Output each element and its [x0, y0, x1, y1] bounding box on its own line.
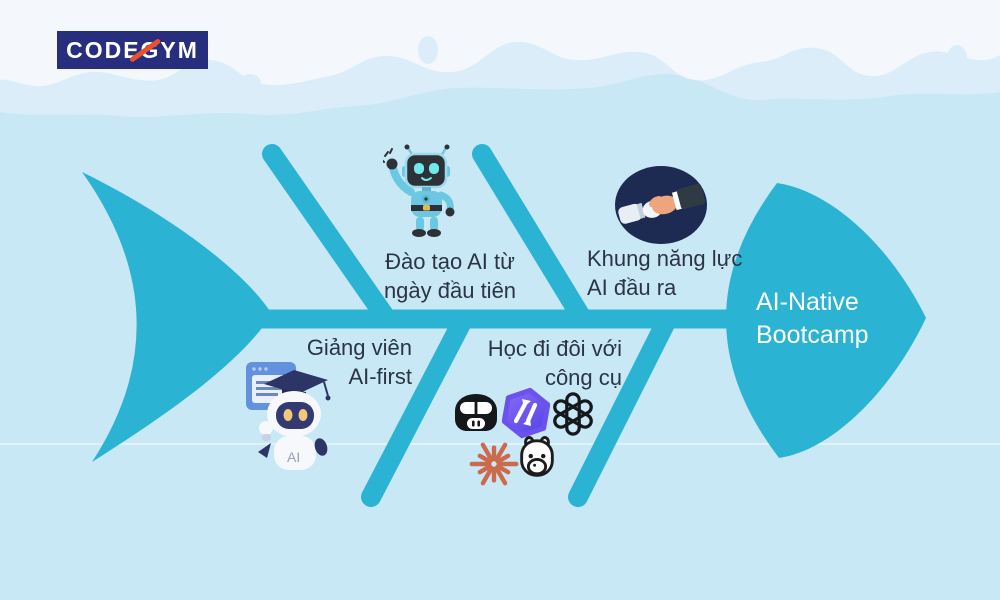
- rib-top-right: [472, 144, 590, 325]
- rib-bottom-left: [361, 312, 472, 507]
- robot-teacher-icon: AI: [246, 362, 331, 470]
- waving-robot-icon: [383, 144, 455, 237]
- wave-droplet: [947, 45, 967, 71]
- fish-head-label: AI-Native Bootcamp: [756, 288, 869, 349]
- openai-icon: [553, 392, 593, 436]
- rib-top-left: [262, 144, 394, 325]
- robot-chest-text: AI: [287, 449, 300, 465]
- branch-label-khung-nang-luc: Khung năng lực AI đầu ra: [587, 246, 743, 300]
- fish-head: [725, 183, 926, 458]
- wave-top-layer: [0, 0, 1000, 87]
- branch-label-dao-tao: Đào tạo AI từ ngày đầu tiên: [383, 249, 517, 303]
- wave-droplet: [239, 74, 261, 92]
- horizontal-divider-line: [0, 443, 1000, 445]
- branch-label-hoc-di-doi: Học đi đôi với công cụ: [487, 336, 622, 390]
- codegym-logo: CODEGYM: [57, 31, 208, 69]
- github-copilot-icon: [455, 394, 497, 431]
- claude-icon: [469, 442, 519, 486]
- fish-tail: [82, 172, 272, 462]
- branch-label-giang-vien: Giảng viên AI-first: [306, 335, 412, 389]
- wave-droplet: [418, 36, 438, 64]
- ollama-icon: [520, 436, 554, 477]
- trae-icon: [502, 387, 550, 439]
- rib-bottom-right: [568, 312, 676, 507]
- human-robot-handshake-icon: [615, 166, 707, 244]
- fishbone: [82, 144, 926, 507]
